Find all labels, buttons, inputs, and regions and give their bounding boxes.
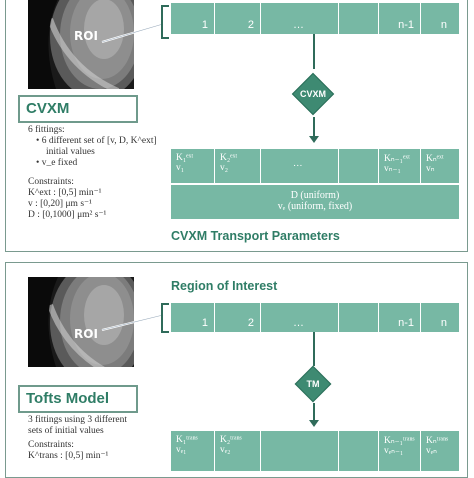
roi-cell: 1	[171, 303, 215, 332]
cvxm-panel: ROI 1 2 … n-1 n CVXM CVXM 6 fittings: • …	[5, 0, 468, 252]
cvxm-title-box: CVXM	[18, 95, 138, 123]
uniform-ve: vₑ (uniform, fixed)	[277, 201, 353, 212]
param-cell	[339, 431, 379, 471]
roi-brace-bottom	[161, 303, 169, 333]
uniform-d: D (uniform)	[290, 190, 340, 201]
roi-label-top: ROI	[74, 29, 98, 43]
flow-line-bottom-1	[313, 332, 315, 366]
roi-cell: …	[261, 3, 339, 34]
roi-cell: n	[421, 303, 459, 332]
roi-cell: 1	[171, 3, 215, 34]
flow-line-top-1	[313, 34, 315, 69]
tofts-title-box: Tofts Model	[18, 385, 138, 413]
roi-brace-top	[161, 5, 169, 39]
roi-label-bottom: ROI	[74, 327, 98, 341]
cvxm-constraints-text: Constraints: K^ext : [0,5] min⁻¹ v : [0,…	[28, 177, 107, 220]
arrow-head-bottom	[309, 420, 319, 427]
arrow-head-top	[309, 136, 319, 143]
flow-line-bottom-2	[313, 403, 315, 421]
tm-diamond-label: TM	[306, 379, 320, 389]
tofts-fittings-text: 3 fittings using 3 different sets of ini…	[28, 415, 128, 436]
cvxm-diamond-label: CVXM	[299, 89, 326, 99]
roi-row-bottom: 1 2 … n-1 n	[171, 303, 459, 332]
cvxm-fittings-text: 6 fittings: • 6 different set of [v, D, …	[28, 125, 157, 168]
roi-cell: n	[421, 3, 459, 34]
tofts-constraints-text: Constraints: K^trans : [0,5] min⁻¹	[28, 440, 109, 461]
roi-cell	[339, 3, 379, 34]
cvxm-output-title: CVXM Transport Parameters	[171, 229, 340, 243]
roi-cell: n-1	[379, 3, 421, 34]
roi-cell: 2	[215, 303, 261, 332]
cvxm-diamond: CVXM	[291, 72, 335, 116]
param-cell	[339, 149, 379, 183]
roi-cell: 2	[215, 3, 261, 34]
tofts-panel: ROI Region of Interest 1 2 … n-1 n TM To…	[5, 262, 468, 478]
roi-cell: n-1	[379, 303, 421, 332]
tm-diamond: TM	[294, 365, 332, 403]
roi-connector-top	[101, 23, 164, 43]
roi-cell	[339, 303, 379, 332]
roi-section-title: Region of Interest	[171, 279, 278, 293]
flow-line-top-2	[313, 117, 315, 137]
mri-image-top: ROI	[28, 0, 134, 89]
roi-row-top: 1 2 … n-1 n	[171, 3, 459, 34]
mri-image-bottom-graphic	[28, 277, 134, 367]
roi-connector-bottom	[101, 314, 164, 331]
mri-image-bottom: ROI	[28, 277, 134, 367]
param-cell: …	[261, 149, 339, 183]
mri-image-top-graphic	[28, 0, 134, 89]
uniform-params-bar: D (uniform) vₑ (uniform, fixed)	[171, 185, 459, 219]
roi-cell: …	[261, 303, 339, 332]
param-cell	[261, 431, 339, 471]
